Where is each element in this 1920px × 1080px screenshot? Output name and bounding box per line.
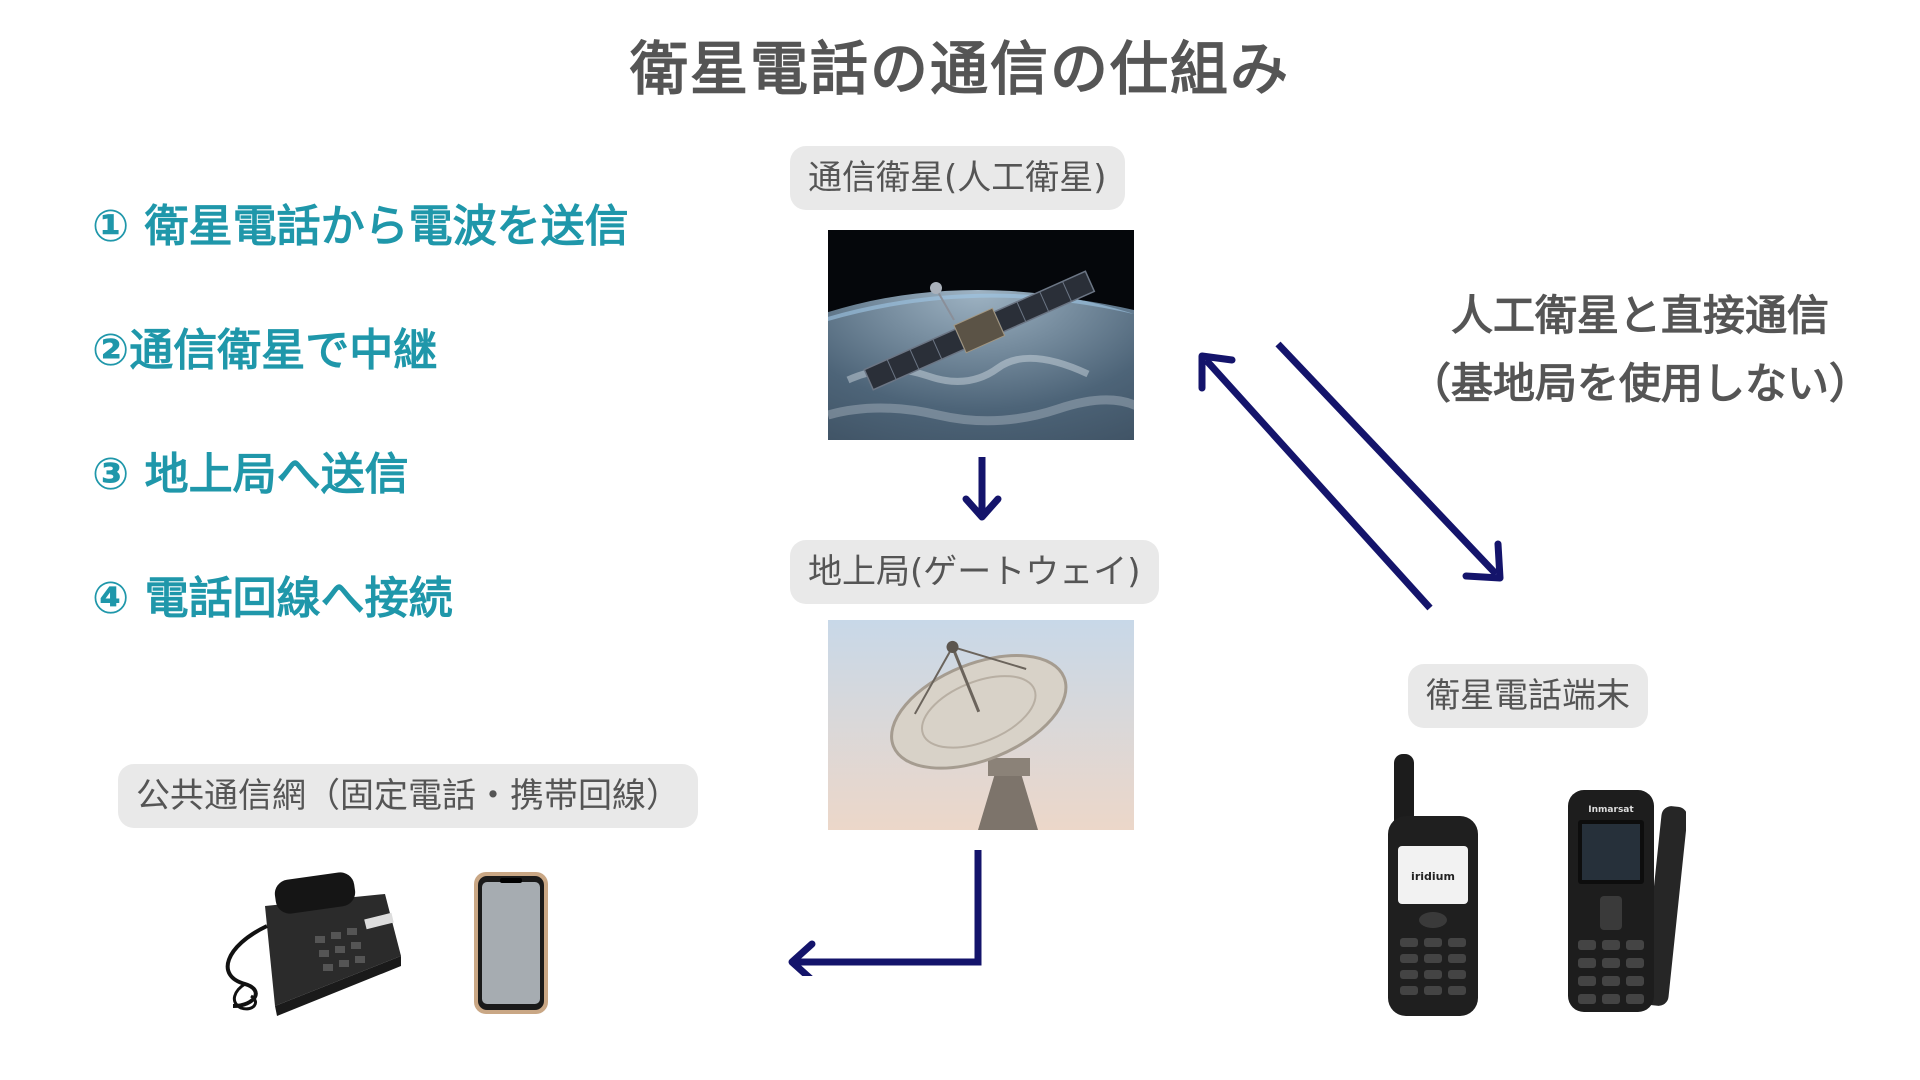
ground-station-label: 地上局(ゲートウェイ) — [790, 540, 1159, 604]
page-title: 衛星電話の通信の仕組み — [629, 35, 1290, 103]
inmarsat-phone-image: Inmarsat — [1566, 788, 1688, 1014]
satellite-label: 通信衛星(人工衛星) — [790, 146, 1125, 210]
step-4: ④ 電話回線へ接続 — [92, 573, 453, 624]
desk-phone-image — [205, 866, 405, 1026]
inmarsat-brand-text: Inmarsat — [1588, 805, 1634, 815]
arrow-left-elbow-icon — [788, 850, 982, 976]
direct-note-line1: 人工衛星と直接通信 — [1450, 291, 1829, 340]
direct-note-line2: （基地局を使用しない） — [1408, 359, 1871, 408]
ground-station-image — [828, 620, 1134, 830]
satellite-image — [828, 230, 1134, 440]
smartphone-image — [472, 870, 552, 1018]
step-2: ②通信衛星で中継 — [92, 325, 438, 376]
arrow-down-icon — [962, 457, 1002, 521]
public-network-label: 公共通信網（固定電話・携帯回線） — [118, 764, 698, 828]
step-1: ① 衛星電話から電波を送信 — [92, 201, 629, 252]
iridium-phone-image: iridium — [1384, 754, 1480, 1018]
direct-link-arrows-icon — [1198, 341, 1504, 611]
iridium-screen-text: iridium — [1411, 870, 1455, 883]
step-3: ③ 地上局へ送信 — [92, 449, 409, 500]
terminal-label: 衛星電話端末 — [1408, 664, 1648, 728]
